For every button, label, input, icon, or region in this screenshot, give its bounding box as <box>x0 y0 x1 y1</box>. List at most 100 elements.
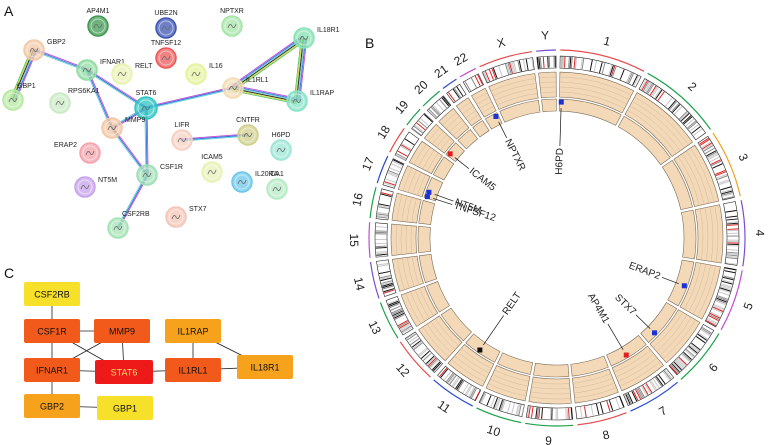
chromosome-label: 12 <box>393 360 413 379</box>
network-node-label: STAT6 <box>136 90 157 97</box>
network-node-ube2n: UBE2N <box>154 10 178 39</box>
hub-node-stat6: STAT6 <box>95 360 153 384</box>
panel-b-letter: B <box>365 35 374 51</box>
network-node-il1rap: IL1RAP <box>286 90 334 112</box>
gene-label: AP4M1 <box>585 292 611 326</box>
gene-label: H6PD <box>554 148 566 175</box>
network-node-label: IL20RA <box>255 171 279 178</box>
chromosome-14: 14 <box>351 253 438 299</box>
chromosome-label: 2 <box>685 79 700 94</box>
chromosome-4: 4 <box>681 200 767 267</box>
hub-node-label: IL18R1 <box>250 363 279 373</box>
network-node-ifnar1: IFNAR1 <box>76 59 125 81</box>
network-node-label: IL16 <box>209 63 223 70</box>
network-node-tnfsf12: TNFSF12 <box>151 40 181 69</box>
network-node-gbp2: GBP2 <box>23 39 66 61</box>
chromosome-10: 10 <box>476 352 533 440</box>
network-node-nt5m: NT5M <box>74 176 117 198</box>
chromosome-label: 10 <box>485 422 502 440</box>
network-node-label: GBP1 <box>17 83 36 90</box>
network-node-icam5: ICAM5 <box>201 154 223 183</box>
chromosome-1: 1 <box>558 34 645 126</box>
chromosome-label: 7 <box>656 403 669 419</box>
network-node-label: IL18R1 <box>317 27 340 34</box>
network-node-csf1r: CSF1R <box>136 164 183 186</box>
gene-label: NPTXR <box>502 137 527 172</box>
network-node-cntfr: CNTFR <box>236 117 260 146</box>
network-node-label: CA1 <box>270 171 284 178</box>
network-node-mmp9: MMP9 <box>101 117 145 139</box>
chromosome-9: 9 <box>525 362 574 445</box>
hub-node-label: CSF2RB <box>34 290 70 300</box>
hub-node-label: MMP9 <box>109 327 135 337</box>
chromosome-13: 13 <box>366 281 450 339</box>
chromosome-label: 14 <box>351 276 368 292</box>
network-node-il1rl1: IL1RL1 <box>222 77 269 99</box>
network-node-label: H6PD <box>272 132 291 139</box>
chromosome-11: 11 <box>433 333 501 416</box>
network-node-ca1: CA1 <box>266 171 288 200</box>
chromosome-label: 4 <box>753 229 767 236</box>
network-node-label: GBP2 <box>47 39 66 46</box>
chromosome-17: 17 <box>359 155 444 202</box>
network-node-stx7: STX7 <box>165 206 207 228</box>
chromosome-label: 11 <box>435 397 453 416</box>
network-node-label: IL1RAP <box>310 90 334 97</box>
chromosome-7: 7 <box>606 334 679 419</box>
hub-node-label: IL1RL1 <box>178 366 207 376</box>
network-node-ap4m1: AP4M1 <box>87 8 110 37</box>
gene-label: ICAM5 <box>467 166 498 194</box>
chromosome-label: 18 <box>374 123 393 142</box>
network-node-label: CNTFR <box>236 117 260 124</box>
network-node-label: ICAM5 <box>201 154 223 161</box>
network-node-il20ra: IL20RA <box>231 171 279 193</box>
network-node-label: CSF2RB <box>122 211 150 218</box>
chromosome-16: 16 <box>350 186 436 225</box>
hub-node-csf1r: CSF1R <box>24 319 80 343</box>
network-node-label: STX7 <box>189 206 207 213</box>
gene-marker-h6pd: H6PD <box>554 99 566 175</box>
network-node-label: RPS6KA1 <box>68 88 100 95</box>
network-node-il16: IL16 <box>185 63 223 85</box>
chromosome-8: 8 <box>570 355 627 443</box>
hub-node-il1rl1: IL1RL1 <box>165 358 221 382</box>
network-node-lifr: LIFR <box>171 122 193 151</box>
chromosome-label: 15 <box>347 233 361 247</box>
chromosome-label: 21 <box>432 62 451 81</box>
chromosome-19: 19 <box>392 97 465 163</box>
network-node-csf2rb: CSF2RB <box>107 211 150 239</box>
network-edge-il1rl1-il18r1 <box>231 35 306 91</box>
hub-node-csf2rb: CSF2RB <box>24 282 80 306</box>
hub-node-il1rap: IL1RAP <box>165 319 221 343</box>
network-node-erap2: ERAP2 <box>54 142 101 164</box>
network-node-label: UBE2N <box>154 10 177 17</box>
chromosome-3: 3 <box>661 132 751 211</box>
hub-network-edges <box>51 294 266 409</box>
chromosome-label: X <box>495 35 507 51</box>
network-node-label: NPTXR <box>220 8 244 15</box>
network-edge-stat6-il1rl1 <box>145 86 234 110</box>
gene-marker-icam5: ICAM5 <box>447 151 498 194</box>
chromosome-label: 22 <box>452 50 471 69</box>
network-node-relt: RELT <box>111 63 153 85</box>
chromosome-18: 18 <box>374 123 455 181</box>
hub-node-gbp2: GBP2 <box>24 394 80 418</box>
hub-node-label: IL1RAP <box>177 327 208 337</box>
network-node-label: RELT <box>135 63 153 70</box>
chromosome-label: 8 <box>601 427 611 442</box>
chromosome-label: 9 <box>545 434 553 445</box>
chromosome-x: X <box>479 35 541 123</box>
chromosome-y: Y <box>536 28 557 113</box>
gene-label: RELT <box>501 290 524 317</box>
network-node-stat6: STAT6 <box>134 90 158 120</box>
chromosome-6: 6 <box>640 302 721 380</box>
panel-a-letter: A <box>4 3 14 19</box>
network-node-label: LIFR <box>174 122 189 129</box>
hub-node-label: CSF1R <box>37 327 67 337</box>
chromosome-12: 12 <box>393 307 472 380</box>
hub-node-label: GBP2 <box>40 402 64 412</box>
network-node-h6pd: H6PD <box>270 132 292 161</box>
